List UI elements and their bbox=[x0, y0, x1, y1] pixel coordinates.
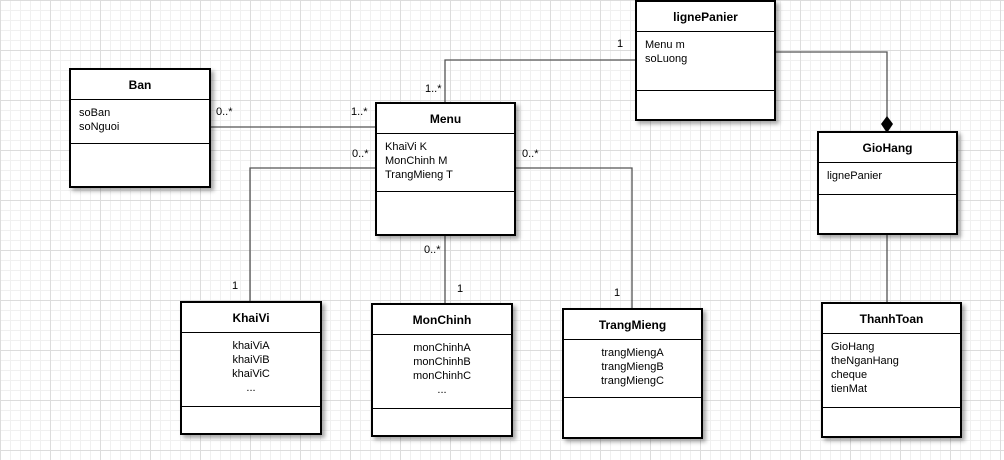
multiplicity-label: 1 bbox=[617, 38, 624, 50]
attribute: ... bbox=[437, 384, 447, 396]
attribute: theNganHang bbox=[831, 355, 899, 367]
attribute: khaiViB bbox=[232, 354, 270, 366]
class-name: Ban bbox=[71, 70, 209, 100]
attribute: soNguoi bbox=[79, 121, 120, 133]
class-name: MonChinh bbox=[373, 305, 511, 335]
attribute: MonChinh M bbox=[385, 155, 448, 167]
attribute: soLuong bbox=[645, 53, 688, 65]
class-attributes: lignePanier bbox=[819, 163, 956, 195]
multiplicity-label: 0..* bbox=[424, 244, 441, 256]
multiplicity-label: 0..* bbox=[352, 148, 369, 160]
attribute: cheque bbox=[831, 369, 868, 381]
attribute: monChinhA bbox=[413, 342, 471, 354]
attribute: Menu m bbox=[645, 39, 685, 51]
attribute: KhaiVi K bbox=[385, 141, 427, 153]
multiplicity-label: 1 bbox=[614, 287, 621, 299]
attribute: lignePanier bbox=[827, 170, 883, 182]
composition-ligne-panier-giohang bbox=[775, 51, 888, 117]
class-attributes: trangMiengA trangMiengB trangMiengC bbox=[564, 340, 701, 398]
class-attributes: Menu m soLuong bbox=[637, 32, 774, 91]
class-attributes: soBan soNguoi bbox=[71, 100, 209, 144]
attribute: monChinhB bbox=[413, 356, 471, 368]
class-name: GioHang bbox=[819, 133, 956, 163]
class-menu[interactable]: Menu KhaiVi K MonChinh M TrangMieng T bbox=[375, 102, 516, 236]
attribute: soBan bbox=[79, 107, 111, 119]
class-attributes: monChinhA monChinhB monChinhC ... bbox=[373, 335, 511, 409]
attribute: khaiViC bbox=[232, 368, 270, 380]
multiplicity-label: 1..* bbox=[425, 83, 442, 95]
class-name: TrangMieng bbox=[564, 310, 701, 340]
multiplicity-label: 0..* bbox=[216, 106, 233, 118]
composition-diamond-icon bbox=[881, 116, 893, 133]
class-trang-mieng[interactable]: TrangMieng trangMiengA trangMiengB trang… bbox=[562, 308, 703, 439]
attribute: TrangMieng T bbox=[385, 169, 453, 181]
class-mon-chinh[interactable]: MonChinh monChinhA monChinhB monChinhC .… bbox=[371, 303, 513, 437]
multiplicity-label: 1..* bbox=[351, 106, 368, 118]
class-khai-vi[interactable]: KhaiVi khaiViA khaiViB khaiViC ... bbox=[180, 301, 322, 435]
multiplicity-label: 0..* bbox=[522, 148, 539, 160]
multiplicity-label: 1 bbox=[232, 280, 239, 292]
class-name: KhaiVi bbox=[182, 303, 320, 333]
multiplicity-label: 1 bbox=[457, 283, 464, 295]
attribute: tienMat bbox=[831, 383, 868, 395]
class-attributes: khaiViA khaiViB khaiViC ... bbox=[182, 333, 320, 407]
class-ban[interactable]: Ban soBan soNguoi bbox=[69, 68, 211, 188]
attribute: trangMiengC bbox=[601, 375, 664, 387]
class-gio-hang[interactable]: GioHang lignePanier bbox=[817, 131, 958, 235]
class-name: Menu bbox=[377, 104, 514, 134]
class-name: lignePanier bbox=[637, 2, 774, 32]
class-thanh-toan[interactable]: ThanhToan GioHang theNganHang cheque tie… bbox=[821, 302, 962, 438]
association-menu-trangmieng bbox=[515, 167, 633, 309]
class-attributes: GioHang theNganHang cheque tienMat bbox=[823, 334, 960, 408]
attribute: khaiViA bbox=[232, 340, 270, 352]
class-attributes: KhaiVi K MonChinh M TrangMieng T bbox=[377, 134, 514, 192]
attribute: trangMiengB bbox=[601, 361, 664, 373]
association-menu-khaivi bbox=[249, 167, 376, 302]
attribute: monChinhC bbox=[412, 370, 472, 382]
class-ligne-panier[interactable]: lignePanier Menu m soLuong bbox=[635, 0, 776, 121]
association-menu-ligne-panier bbox=[444, 59, 635, 103]
class-name: ThanhToan bbox=[823, 304, 960, 334]
attribute: ... bbox=[246, 382, 256, 394]
attribute: trangMiengA bbox=[601, 347, 664, 359]
attribute: GioHang bbox=[831, 341, 875, 353]
